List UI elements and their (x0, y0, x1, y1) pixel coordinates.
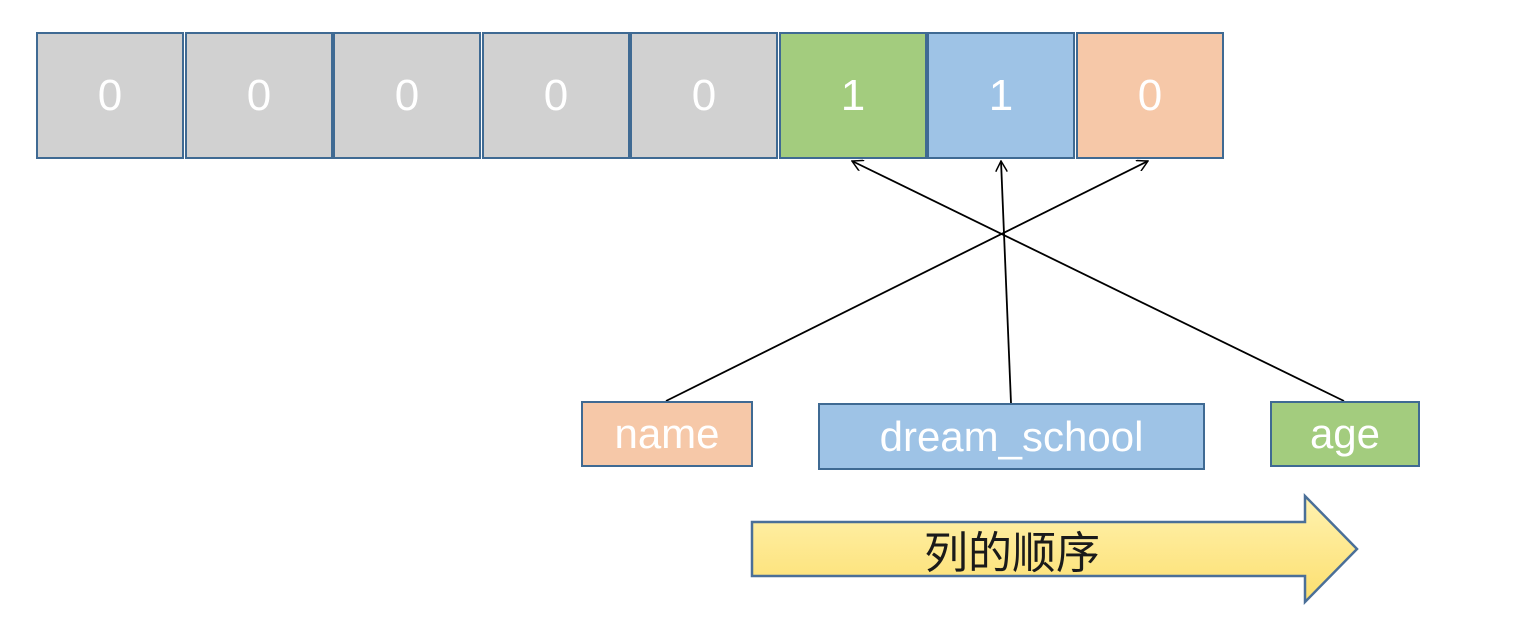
bit-cell-5: 0 (630, 32, 778, 159)
column-order-label: 列的顺序 (924, 528, 1100, 579)
column-box-dream-school: dream_school (818, 403, 1205, 470)
bit-cell-8: 0 (1076, 32, 1224, 159)
connector-dream-school-to-bit7 (1001, 161, 1012, 404)
connector-age-to-bit6 (852, 161, 1345, 402)
column-box-age: age (1270, 401, 1420, 467)
bit-cell-3: 0 (333, 32, 481, 159)
bit-cell-7: 1 (927, 32, 1075, 159)
column-order-arrow (750, 492, 1359, 606)
bit-cell-4: 0 (482, 32, 630, 159)
column-box-name: name (581, 401, 753, 467)
bit-cell-2: 0 (185, 32, 333, 159)
connector-name-to-bit8 (665, 161, 1148, 402)
bit-cell-1: 0 (36, 32, 184, 159)
bit-cell-6: 1 (779, 32, 927, 159)
